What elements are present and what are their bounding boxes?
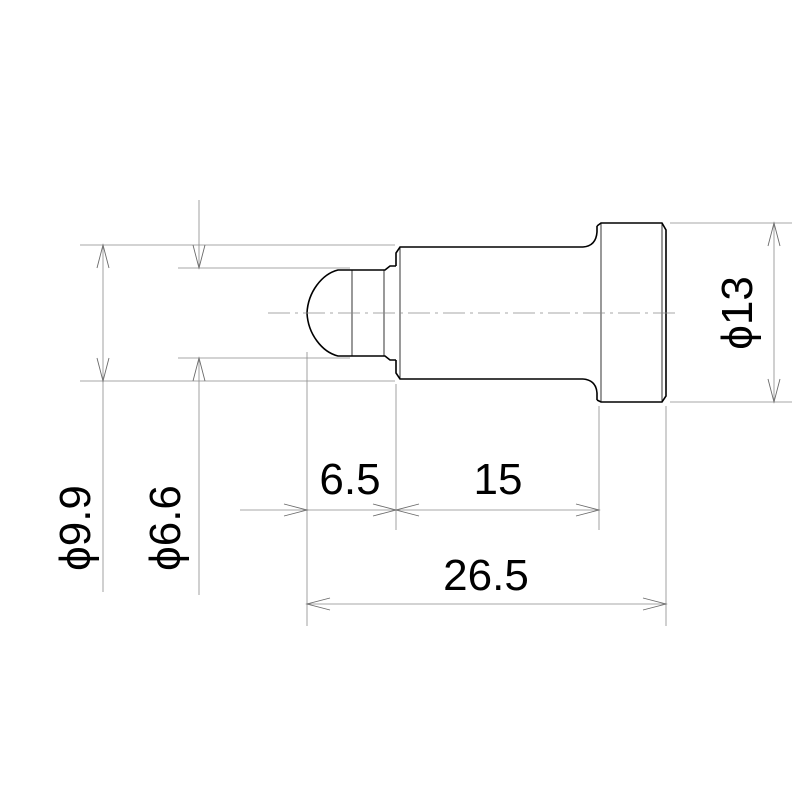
main-body xyxy=(395,246,583,380)
extension-lines xyxy=(80,222,792,626)
dim-label-dia-6-6: ϕ6.6 xyxy=(141,485,190,571)
dimension-line-6-5-15 xyxy=(240,503,601,517)
dim-label-dia-13: ϕ13 xyxy=(713,276,762,350)
pin xyxy=(352,265,396,361)
dim-label-26-5: 26.5 xyxy=(443,551,529,600)
dimension-line-26-5 xyxy=(305,597,668,611)
dim-label-15: 15 xyxy=(474,455,523,504)
dim-label-6-5: 6.5 xyxy=(319,455,380,504)
head-fillet xyxy=(582,226,598,400)
dimension-line-dia-13 xyxy=(767,221,781,404)
head xyxy=(596,222,667,403)
dim-label-dia-9-9: ϕ9.9 xyxy=(51,485,100,571)
dimension-line-dia-6-6 xyxy=(192,200,206,595)
dimension-line-dia-9-9 xyxy=(96,243,110,592)
part-outline xyxy=(306,222,667,403)
